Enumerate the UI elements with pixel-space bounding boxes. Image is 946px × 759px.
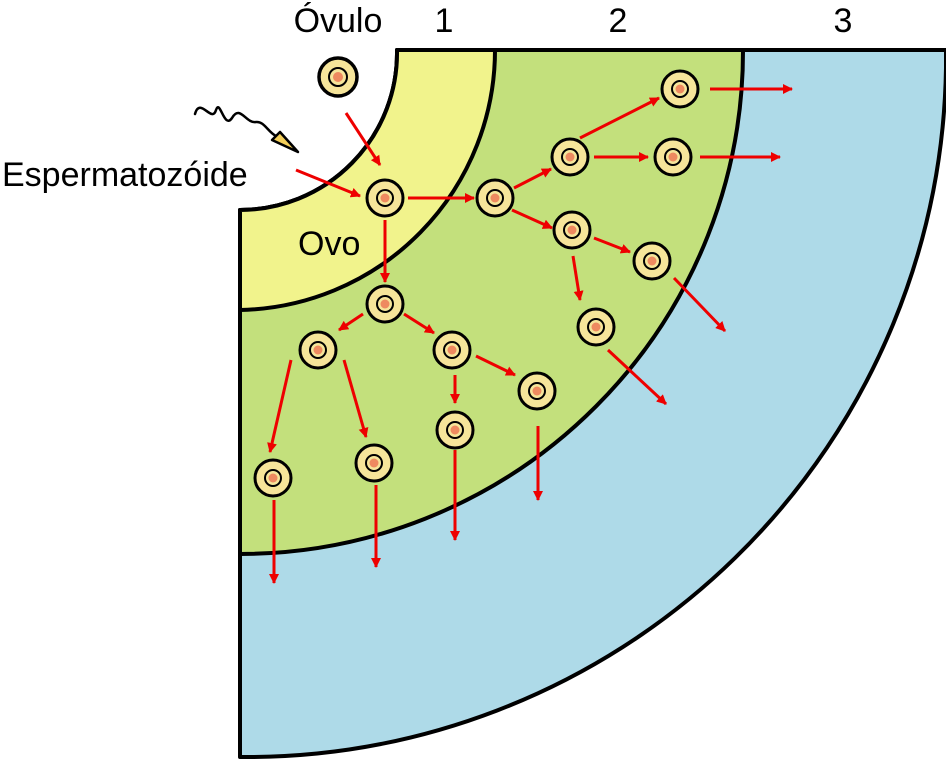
cell — [632, 241, 672, 281]
cell — [354, 443, 394, 483]
inner-ring-1 — [238, 48, 497, 312]
arrow — [338, 312, 364, 332]
cells — [253, 69, 700, 498]
ovum-cell — [317, 56, 359, 98]
arrow — [342, 359, 369, 438]
arrow — [579, 96, 660, 140]
cell — [517, 371, 557, 411]
arrow — [571, 255, 584, 301]
label-stage-1: 1 — [435, 2, 454, 40]
cell — [660, 69, 700, 109]
cell-zygote — [365, 178, 405, 218]
arrow — [511, 208, 553, 230]
cell — [475, 178, 515, 218]
arrow — [606, 348, 668, 406]
arrows — [267, 84, 793, 584]
arrow — [593, 236, 631, 254]
arrow — [475, 354, 516, 377]
cell — [550, 137, 590, 177]
label-ovo: Ovo — [298, 225, 360, 263]
label-stage-3: 3 — [834, 2, 853, 40]
label-espermatozoide: Espermatozóide — [2, 156, 248, 194]
cell — [298, 330, 338, 370]
arrow — [267, 359, 293, 453]
arrow — [672, 276, 727, 333]
label-ovulo: Óvulo — [294, 2, 383, 40]
sperm-icon — [193, 106, 300, 154]
arrow — [344, 112, 382, 166]
arrow — [295, 168, 361, 198]
cell — [653, 137, 693, 177]
arrow — [513, 167, 552, 190]
label-stage-2: 2 — [609, 2, 628, 40]
arrow — [403, 312, 435, 335]
cell — [552, 210, 592, 250]
cell — [435, 410, 475, 450]
cell — [253, 458, 293, 498]
cell — [365, 284, 405, 324]
cell — [576, 307, 616, 347]
cell — [432, 330, 472, 370]
